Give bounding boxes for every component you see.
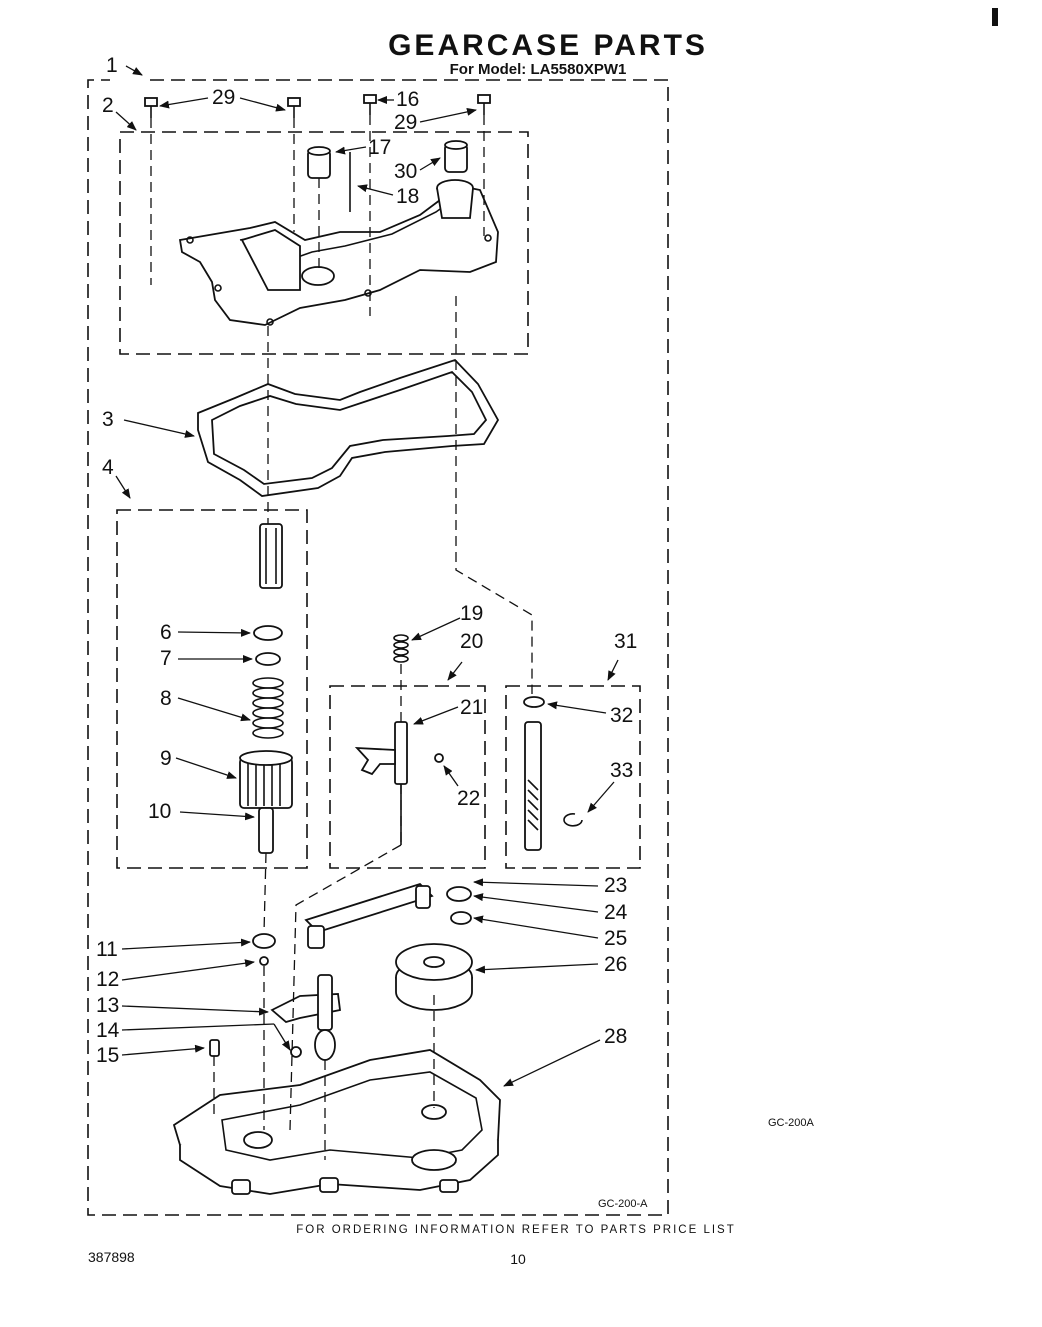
callout-23: 23	[604, 874, 627, 897]
crank-part-13	[270, 974, 341, 1061]
agitator-shaft-part-31	[524, 721, 542, 851]
spring-part-8	[252, 677, 284, 739]
drawing-code-inner: GC-200-A	[598, 1198, 648, 1210]
callout-4: 4	[102, 456, 114, 479]
callout-19: 19	[460, 602, 483, 625]
ordering-note: FOR ORDERING INFORMATION REFER TO PARTS …	[296, 1224, 736, 1236]
callout-9: 9	[160, 747, 172, 770]
document-number: 387898	[88, 1249, 135, 1265]
assembly-frame-31	[505, 685, 641, 869]
drive-gear-part-26	[395, 943, 473, 1011]
ball-part-14	[290, 1046, 302, 1058]
callout-13: 13	[96, 994, 119, 1017]
model-line: For Model: LA5580XPW1	[450, 61, 627, 78]
callout-17: 17	[368, 136, 391, 159]
callout-29b: 29	[394, 111, 417, 134]
callout-28: 28	[604, 1025, 627, 1048]
washer-part-7	[255, 652, 281, 666]
callout-30: 30	[394, 160, 417, 183]
callout-2: 2	[102, 94, 114, 117]
callout-7: 7	[160, 647, 172, 670]
callout-20: 20	[460, 630, 483, 653]
callout-1: 1	[106, 54, 118, 77]
gasket-part-3	[197, 358, 500, 497]
callout-14: 14	[96, 1019, 120, 1042]
callout-29a: 29	[212, 86, 235, 109]
leader-lines	[115, 65, 619, 1087]
assembly-frame-1	[87, 79, 669, 1216]
gearcase-cover	[178, 179, 499, 326]
alignment-line-c	[263, 852, 267, 934]
callout-25: 25	[604, 927, 627, 950]
ring-part-24	[446, 886, 472, 902]
connecting-link-part-23	[304, 882, 434, 949]
screw-part-29b	[287, 97, 301, 118]
washer-part-32	[523, 696, 545, 708]
clip-part-22	[434, 753, 444, 763]
shaft-part-10	[258, 807, 274, 854]
page-title: GEARCASE PARTS	[388, 29, 708, 62]
washer-part-25	[450, 911, 472, 925]
callout-16: 16	[396, 88, 419, 111]
pinion-gear-part-9	[239, 750, 293, 809]
alignment-line-f	[289, 844, 402, 1131]
shift-fork-part-21	[354, 721, 408, 845]
callout-22: 22	[457, 787, 480, 810]
spring-part-19	[393, 634, 409, 663]
assembly-frame-4	[116, 509, 308, 869]
bearing-part-11	[252, 933, 276, 949]
clip-part-33	[563, 813, 583, 827]
callout-31: 31	[614, 630, 637, 653]
corner-mark	[992, 8, 998, 26]
callout-11: 11	[96, 938, 118, 961]
alignment-line-a	[455, 296, 533, 694]
pinion-shaft-part-4	[259, 523, 283, 589]
bushing-part-17	[307, 146, 331, 179]
drawing-code-outer: GC-200A	[768, 1117, 815, 1129]
callout-21: 21	[460, 696, 483, 719]
callout-18: 18	[396, 185, 419, 208]
gearcase-base-part-28	[172, 1049, 501, 1195]
callout-10: 10	[148, 800, 171, 823]
callout-26: 26	[604, 953, 627, 976]
callout-6: 6	[160, 621, 172, 644]
page-number: 10	[510, 1251, 526, 1267]
screw-part-29a	[144, 97, 158, 118]
callout-12: 12	[96, 968, 119, 991]
ball-part-12	[259, 956, 269, 966]
pin-part-15	[209, 1039, 220, 1057]
callout-32: 32	[610, 704, 633, 727]
callout-3: 3	[102, 408, 114, 431]
callout-15: 15	[96, 1044, 119, 1067]
callout-8: 8	[160, 687, 172, 710]
callout-labels: 1 2 3 4 6 7 8 9 10 11 12 13 14 15 16 17 …	[96, 54, 637, 1067]
callout-33: 33	[610, 759, 633, 782]
screw-part-29c	[477, 94, 491, 115]
callout-24: 24	[604, 901, 628, 924]
screw-part-16	[363, 94, 377, 115]
washer-part-6	[253, 625, 283, 641]
bushing-part-30	[444, 140, 468, 173]
